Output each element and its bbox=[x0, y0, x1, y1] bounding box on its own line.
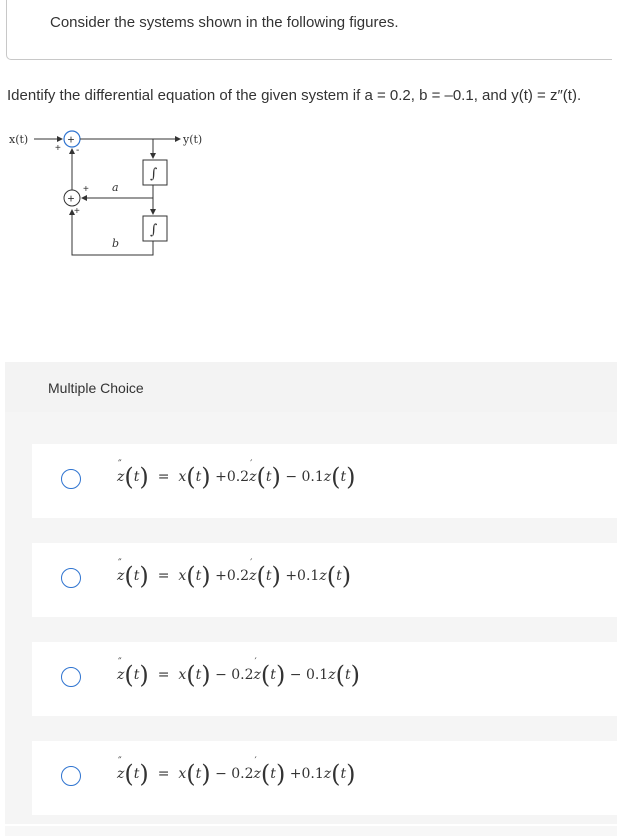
option-equation: ″z(t) = x(t) +0.2′z(t) − 0.1z(t) bbox=[117, 459, 356, 491]
eq-x: x bbox=[178, 469, 187, 485]
summer-bottom-plus-a: + bbox=[83, 184, 89, 195]
radio-button[interactable] bbox=[61, 766, 81, 786]
eq-sign1: − bbox=[215, 766, 227, 782]
bottom-strip bbox=[5, 826, 617, 836]
eq-t: t bbox=[270, 667, 276, 683]
integrator-2-symbol: ∫ bbox=[150, 222, 157, 238]
prime-accent: ′ bbox=[254, 657, 258, 668]
option-3[interactable]: ″z(t) = x(t) − 0.2′z(t) − 0.1z(t) bbox=[32, 642, 617, 716]
question-b: b = –0.1, bbox=[419, 87, 483, 104]
output-label: y(t) bbox=[182, 133, 202, 146]
eq-t: t bbox=[195, 766, 202, 782]
multiple-choice-label: Multiple Choice bbox=[48, 380, 144, 396]
eq-t: t bbox=[336, 568, 342, 584]
prime-accent: ′ bbox=[250, 558, 253, 569]
eq-t: t bbox=[195, 667, 202, 683]
eq-sign2: + bbox=[289, 766, 302, 782]
question-text: Identify the differential equation of th… bbox=[7, 87, 581, 104]
radio-button[interactable] bbox=[61, 568, 81, 588]
summer-top-minus: - bbox=[76, 145, 79, 156]
b-label: b bbox=[112, 237, 119, 250]
eq-coef1: 0.2 bbox=[226, 568, 250, 584]
integrator-2 bbox=[142, 215, 168, 242]
double-prime-accent: ″ bbox=[118, 756, 122, 767]
summer-bottom-plus-b: + bbox=[74, 206, 80, 217]
eq-t: t bbox=[265, 568, 272, 584]
eq-z: z bbox=[117, 766, 125, 782]
integrator-1-symbol: ∫ bbox=[150, 166, 157, 182]
eq-coef2: 0.1 bbox=[297, 568, 320, 584]
eq-t: t bbox=[344, 667, 351, 683]
eq-coef1: 0.2 bbox=[231, 766, 254, 782]
eq-sign1: + bbox=[215, 568, 227, 584]
eq-t: t bbox=[340, 469, 347, 485]
double-prime-accent: ″ bbox=[118, 558, 122, 569]
summer-top-plus: + bbox=[55, 143, 61, 154]
option-equation: ″z(t) = x(t) − 0.2′z(t) − 0.1z(t) bbox=[117, 657, 360, 689]
multiple-choice-header: Multiple Choice bbox=[5, 362, 617, 412]
eq-z: z bbox=[328, 667, 336, 683]
eq-t: t bbox=[133, 568, 140, 584]
eq-sign2: − bbox=[289, 667, 302, 683]
eq-t: t bbox=[270, 766, 276, 782]
eq-z: z bbox=[253, 766, 261, 782]
radio-button[interactable] bbox=[61, 667, 81, 687]
option-1[interactable]: ″z(t) = x(t) +0.2′z(t) − 0.1z(t) bbox=[32, 444, 617, 518]
eq-coef1: 0.2 bbox=[226, 469, 250, 485]
eq-z: z bbox=[249, 469, 257, 485]
eq-t: t bbox=[133, 667, 140, 683]
option-equation: ″z(t) = x(t) − 0.2′z(t) +0.1z(t) bbox=[117, 756, 356, 788]
eq-t: t bbox=[340, 766, 347, 782]
eq-z: z bbox=[117, 469, 125, 485]
intro-box: Consider the systems shown in the follow… bbox=[6, 0, 612, 60]
eq-sign1: + bbox=[215, 469, 227, 485]
integrator-1 bbox=[142, 159, 168, 186]
intro-text: Consider the systems shown in the follow… bbox=[50, 14, 399, 31]
eq-t: t bbox=[265, 469, 272, 485]
question-y: and y(t) = z″(t). bbox=[482, 87, 582, 104]
input-label: x(t) bbox=[9, 133, 28, 146]
eq-t: t bbox=[195, 568, 202, 584]
eq-x: x bbox=[178, 568, 187, 584]
block-diagram: x(t) + + - y(t) ∫ a + + + ∫ b bbox=[9, 130, 202, 256]
eq-z: z bbox=[117, 568, 125, 584]
option-2[interactable]: ″z(t) = x(t) +0.2′z(t) +0.1z(t) bbox=[32, 543, 617, 617]
b-branch bbox=[69, 209, 154, 256]
eq-coef1: 0.2 bbox=[231, 667, 254, 683]
radio-button[interactable] bbox=[61, 469, 81, 489]
eq-equals: = bbox=[157, 568, 170, 584]
eq-z: z bbox=[253, 667, 261, 683]
eq-z: z bbox=[319, 568, 327, 584]
eq-equals: = bbox=[157, 469, 170, 485]
double-prime-accent: ″ bbox=[118, 657, 122, 668]
eq-t: t bbox=[133, 766, 140, 782]
eq-sign2: − bbox=[285, 469, 298, 485]
eq-coef2: 0.1 bbox=[301, 766, 324, 782]
eq-t: t bbox=[195, 469, 202, 485]
option-equation: ″z(t) = x(t) +0.2′z(t) +0.1z(t) bbox=[117, 558, 352, 590]
summer-top-sign: + bbox=[68, 133, 75, 147]
eq-x: x bbox=[178, 667, 187, 683]
a-label: a bbox=[112, 181, 119, 194]
prime-accent: ′ bbox=[250, 459, 253, 470]
eq-t: t bbox=[133, 469, 140, 485]
option-4[interactable]: ″z(t) = x(t) − 0.2′z(t) +0.1z(t) bbox=[32, 741, 617, 815]
eq-sign1: − bbox=[215, 667, 227, 683]
question-a: a = 0.2, bbox=[364, 87, 420, 104]
eq-z: z bbox=[249, 568, 257, 584]
options-area: ″z(t) = x(t) +0.2′z(t) − 0.1z(t) ″z(t) =… bbox=[5, 412, 617, 824]
question-prefix: Identify the differential equation of th… bbox=[7, 87, 365, 104]
double-prime-accent: ″ bbox=[118, 459, 122, 470]
eq-z: z bbox=[117, 667, 125, 683]
eq-z: z bbox=[323, 469, 332, 485]
eq-coef2: 0.1 bbox=[305, 667, 329, 683]
prime-accent: ′ bbox=[254, 756, 258, 767]
summer-bottom-sign: + bbox=[68, 192, 75, 206]
eq-equals: = bbox=[157, 667, 170, 683]
eq-equals: = bbox=[157, 766, 170, 782]
eq-x: x bbox=[178, 766, 187, 782]
eq-sign2: + bbox=[285, 568, 298, 584]
eq-coef2: 0.1 bbox=[301, 469, 324, 485]
eq-z: z bbox=[323, 766, 332, 782]
